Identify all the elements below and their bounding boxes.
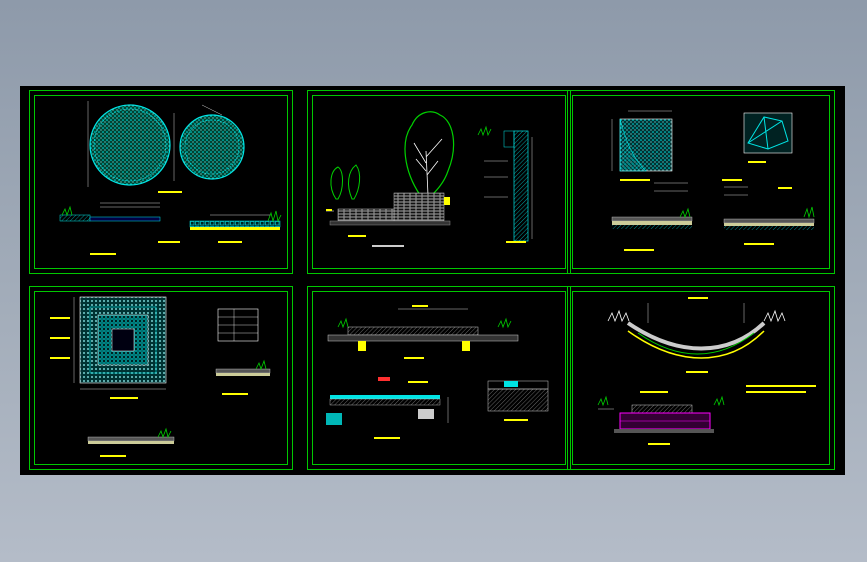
sheet-1-frame <box>34 95 288 269</box>
sheet-3-frame <box>572 95 830 269</box>
sheet-4-drawing <box>50 296 271 457</box>
sheet-2-drawing <box>326 111 533 247</box>
sheet-6-drawing <box>597 297 816 445</box>
sheet-6[interactable] <box>567 286 835 470</box>
sheet-6-frame <box>572 291 830 465</box>
sheet-1[interactable] <box>29 90 293 274</box>
sheet-2-frame <box>312 95 566 269</box>
sheet-1-drawing <box>59 101 282 255</box>
sheet-2[interactable] <box>307 90 571 274</box>
sheet-3[interactable] <box>567 90 835 274</box>
cad-viewport[interactable] <box>20 86 845 475</box>
sheet-4-frame <box>34 291 288 465</box>
sheet-5[interactable] <box>307 286 571 470</box>
sheet-4[interactable] <box>29 286 293 470</box>
sheet-3-drawing <box>611 110 815 251</box>
sheet-5-frame <box>312 291 566 465</box>
sheet-5-drawing <box>326 305 549 439</box>
